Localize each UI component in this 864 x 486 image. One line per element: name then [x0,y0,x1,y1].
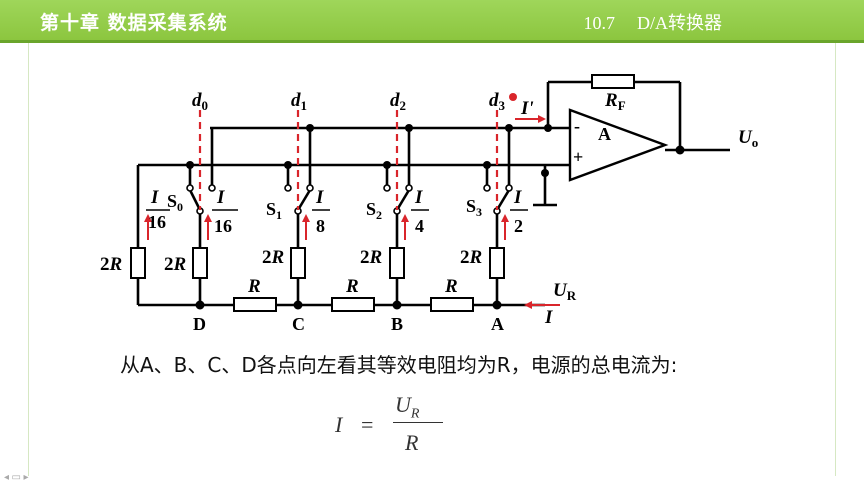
red-marker [509,93,517,101]
svg-text:4: 4 [415,216,424,236]
current-arrows [144,115,560,309]
resistor-r-2 [331,297,375,312]
svg-text:8: 8 [316,216,325,236]
total-current-label: I [544,307,553,328]
svg-text:2: 2 [514,216,523,236]
branch-d [186,128,216,310]
opamp-triangle [568,108,669,182]
switch-s3-label: S3 [466,196,482,219]
chapter-title: 第十章 数据采集系统 [40,12,228,34]
ground-dot [541,169,549,177]
current-fractions: I 16 I 16 I 8 I 4 I 2 [146,187,528,236]
node-d-label: D [193,314,206,334]
section-number: 10.7 [583,13,616,33]
branch-c [284,124,314,310]
svg-text:2R: 2R [360,247,382,268]
svg-text:2R: 2R [460,247,482,268]
svg-text:I: I [315,187,324,208]
resistor-r-1 [233,297,277,312]
node-b-label: B [391,314,403,334]
switch-s1-label: S1 [266,199,282,222]
svg-text:I: I [216,187,225,208]
opamp-minus: - [574,116,580,136]
svg-text:I: I [513,187,522,208]
bit-d1-label: d1 [291,90,307,113]
ur-label: UR [553,280,577,303]
resistor-2r-labels: 2R 2R 2R 2R 2R [100,247,482,275]
opamp-current-label: I' [520,98,534,119]
bit-d0-label: d0 [192,90,208,113]
formula-eq: = [361,412,374,437]
svg-text:I: I [150,187,159,208]
resistor-2r-end [130,247,146,279]
switch-s2-label: S2 [366,199,382,222]
resistor-r-label-2: R [345,276,359,297]
slide-controls[interactable]: ◂ ▭ ▸ [4,472,29,483]
node-c-label: C [292,314,305,334]
uo-label: Uo [738,127,758,150]
svg-text:16: 16 [214,216,232,236]
svg-text:2R: 2R [164,254,186,275]
resistor-r-3 [430,297,474,312]
slide-header: 第十章 数据采集系统 10.7 D/A转换器 [0,0,864,43]
bit-d2-label: d2 [390,90,406,113]
section-title: 10.7 D/A转换器 [584,9,723,35]
resistor-r-label-3: R [444,276,458,297]
svg-text:I: I [414,187,423,208]
resistor-r-label-1: R [247,276,261,297]
svg-text:16: 16 [148,212,166,232]
description-text: 从A、B、C、D各点向左看其等效电阻均为R，电源的总电流为: [120,353,678,377]
bit-d3-label: d3 [489,90,506,113]
formula-denominator: R [405,430,419,455]
node-a-label: A [491,314,504,334]
svg-text:2R: 2R [262,247,284,268]
svg-text:2R: 2R [100,254,122,275]
resistor-rf [591,74,635,89]
rf-label: RF [604,90,626,113]
opamp-plus: + [573,147,583,167]
slide-frame [28,43,836,476]
formula-lhs: I [335,412,343,437]
fraction-bar [393,422,443,423]
branch-b [383,124,413,310]
section-name: D/A转换器 [637,13,722,33]
formula-numerator: UR [395,392,420,422]
opamp-label: A [598,124,611,144]
